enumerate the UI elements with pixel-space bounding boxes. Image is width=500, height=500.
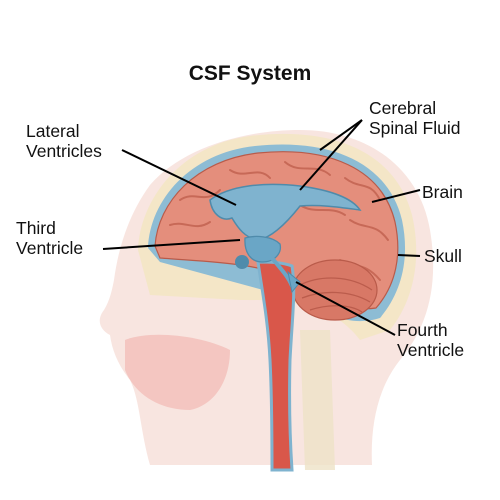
label-fourth-ventricle-line1: Fourth: [397, 320, 448, 340]
lateral-ventricles-shape: [209, 183, 362, 241]
label-lateral-ventricles: Lateral Ventricles: [26, 121, 102, 161]
fourth-ventricle-shape: [287, 270, 301, 294]
page-title: CSF System: [188, 62, 312, 85]
label-third-ventricle-line2: Ventricle: [16, 238, 84, 258]
label-csf-line2: Spinal Fluid: [369, 118, 461, 138]
label-lateral-ventricles-line1: Lateral: [26, 121, 80, 141]
label-skull: Skull: [424, 246, 462, 266]
label-lateral-ventricles-line2: Ventricles: [26, 141, 102, 161]
vertebrae-column: [300, 330, 335, 470]
pineal-shape: [235, 255, 249, 269]
cerebellum-shape: [292, 259, 378, 321]
mouth-region: [125, 334, 230, 410]
label-third-ventricle-line1: Third: [16, 218, 56, 238]
label-brain: Brain: [422, 182, 463, 202]
leader-lines: [102, 119, 421, 336]
label-fourth-ventricle-line2: Ventricle: [397, 340, 465, 360]
brainstem-shape: [256, 260, 296, 472]
label-csf-line1: Cerebral: [369, 98, 437, 118]
third-ventricle-shape: [244, 235, 282, 263]
label-fourth-ventricle: Fourth Ventricle: [397, 320, 464, 360]
label-third-ventricle: Third Ventricle: [16, 218, 83, 258]
label-csf: Cerebral Spinal Fluid: [369, 98, 460, 138]
